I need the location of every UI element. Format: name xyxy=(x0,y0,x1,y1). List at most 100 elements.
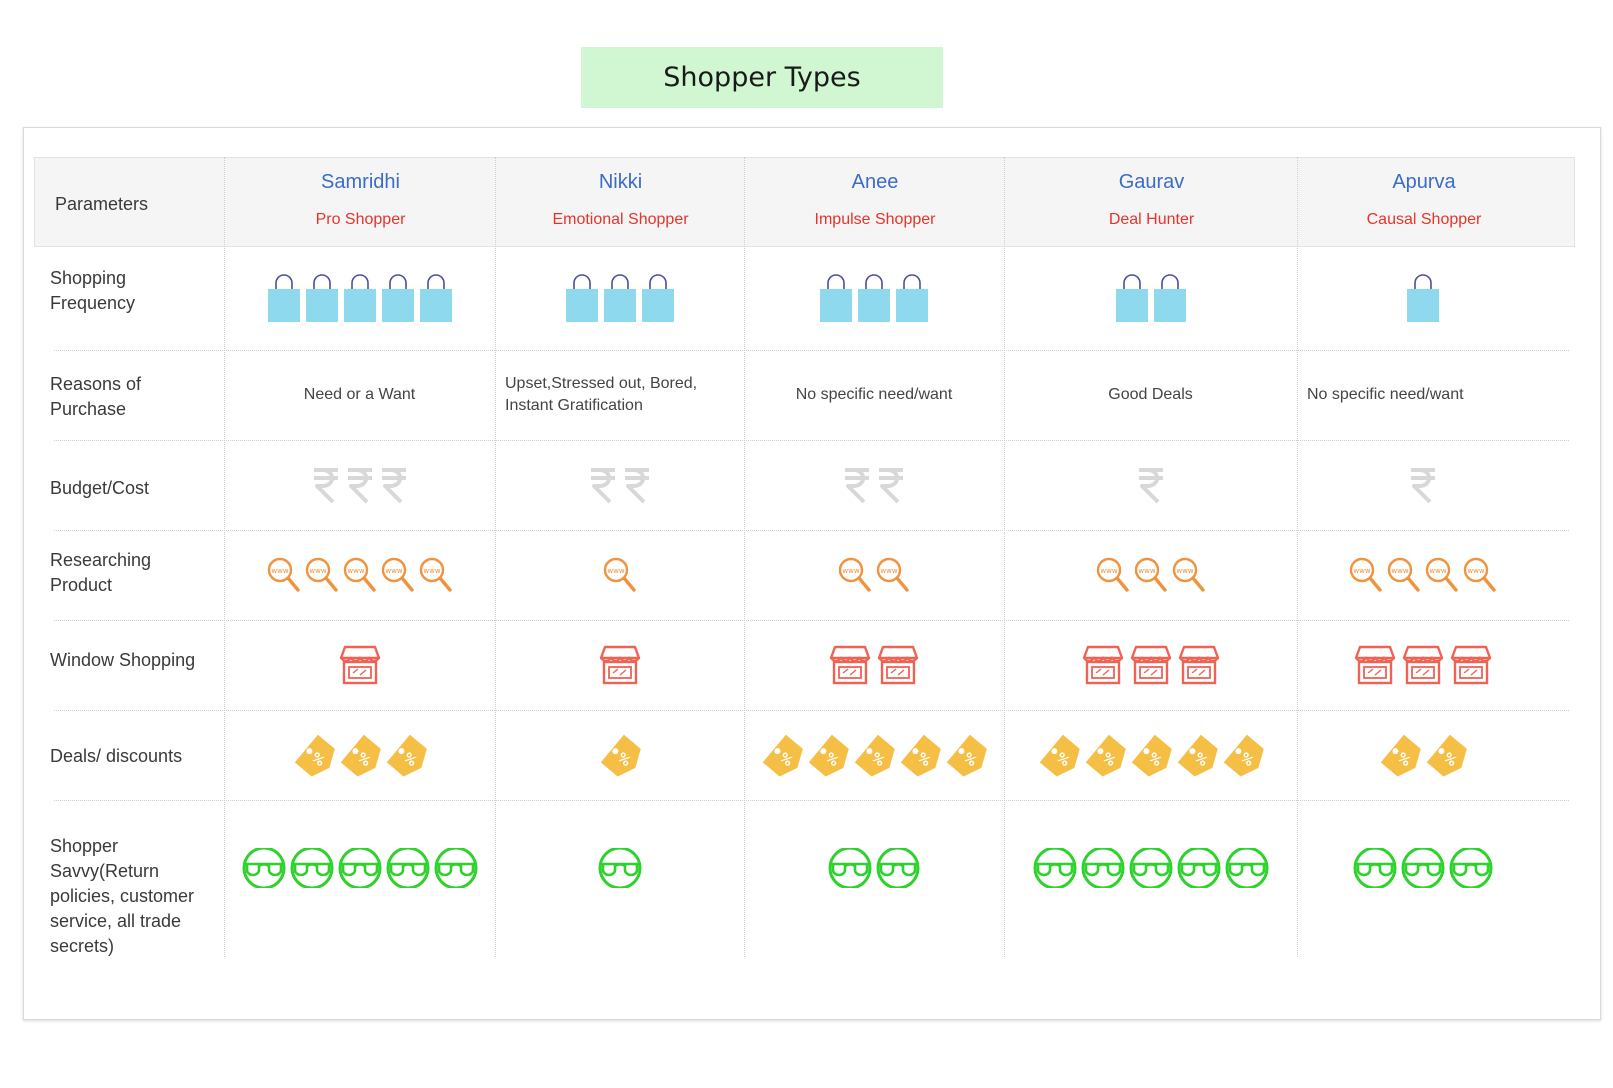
shopping-bag-icon xyxy=(267,273,301,323)
shopping-bag-icon xyxy=(565,273,599,323)
cell-text: Upset,Stressed out, Bored, Instant Grati… xyxy=(505,375,698,414)
column-divider xyxy=(744,157,745,957)
glasses-icon xyxy=(827,848,873,888)
svg-text:www: www xyxy=(607,567,624,575)
magnifier-www-icon: www xyxy=(1096,557,1130,593)
shopper-name: Nikki xyxy=(598,171,643,193)
storefront-icon xyxy=(598,644,642,686)
table-cell: www www www xyxy=(1004,530,1297,620)
row-divider xyxy=(54,440,1569,441)
shopping-bag-icon xyxy=(819,273,853,323)
table-cell xyxy=(495,800,744,936)
discount-tag-icon: % xyxy=(292,733,336,777)
rupee-icon xyxy=(311,466,341,504)
discount-tag-icon: % xyxy=(384,733,428,777)
glasses-icon xyxy=(1176,848,1222,888)
icon-group xyxy=(565,273,675,323)
table-cell xyxy=(1297,246,1549,350)
row-divider xyxy=(54,800,1569,801)
row-label-5: Deals/ discounts xyxy=(50,746,183,766)
icon-group: % % % xyxy=(292,733,428,777)
table-cell xyxy=(1004,620,1297,710)
table-cell: % % % % xyxy=(1004,710,1297,800)
column-divider xyxy=(1004,157,1005,957)
row-divider xyxy=(54,620,1569,621)
icon-group xyxy=(1352,848,1494,888)
table-cell: % % % % xyxy=(744,710,1004,800)
glasses-icon xyxy=(1032,848,1078,888)
table-cell: Need or a Want xyxy=(224,350,495,440)
table-cell: www xyxy=(495,530,744,620)
shopping-bag-icon xyxy=(857,273,891,323)
column-divider xyxy=(224,157,225,957)
shopper-name: Anee xyxy=(851,171,899,193)
icon-group: % % % % xyxy=(760,733,988,777)
icon-group xyxy=(1115,273,1187,323)
table-cell: No specific need/want xyxy=(1297,350,1549,440)
shopping-bag-icon xyxy=(305,273,339,323)
storefront-icon xyxy=(1449,644,1493,686)
discount-tag-icon: % xyxy=(1037,733,1081,777)
magnifier-www-icon: www xyxy=(1463,557,1497,593)
glasses-icon xyxy=(1080,848,1126,888)
rupee-icon xyxy=(379,466,409,504)
icon-group xyxy=(1353,644,1493,686)
table-cell xyxy=(224,620,495,710)
svg-text:www: www xyxy=(423,567,440,575)
rupee-icon xyxy=(588,466,618,504)
icon-group: www www www www www xyxy=(267,557,453,593)
glasses-icon xyxy=(1224,848,1270,888)
magnifier-www-icon: www xyxy=(838,557,872,593)
table-cell xyxy=(1297,620,1549,710)
icon-group: % xyxy=(598,733,642,777)
table-cell: % xyxy=(495,710,744,800)
magnifier-www-icon: www xyxy=(876,557,910,593)
magnifier-www-icon: www xyxy=(1387,557,1421,593)
discount-tag-icon: % xyxy=(1378,733,1422,777)
magnifier-www-icon: www xyxy=(419,557,453,593)
shopping-bag-icon xyxy=(381,273,415,323)
storefront-icon xyxy=(876,644,920,686)
cell-text: Good Deals xyxy=(1108,386,1193,403)
svg-text:www: www xyxy=(1429,567,1446,575)
shopper-type: Pro Shopper xyxy=(315,211,406,228)
icon-group xyxy=(828,644,920,686)
table-cell: www www www www xyxy=(1297,530,1549,620)
magnifier-www-icon: www xyxy=(1349,557,1383,593)
table-cell xyxy=(744,800,1004,936)
svg-text:www: www xyxy=(1100,567,1117,575)
table-cell xyxy=(1297,800,1549,936)
shopping-bag-icon xyxy=(1115,273,1149,323)
glasses-icon xyxy=(1352,848,1398,888)
storefront-icon xyxy=(338,644,382,686)
discount-tag-icon: % xyxy=(1424,733,1468,777)
storefront-icon xyxy=(1177,644,1221,686)
table-cell xyxy=(495,620,744,710)
shopper-type: Deal Hunter xyxy=(1108,211,1195,228)
icon-group xyxy=(598,644,642,686)
shopper-type: Impulse Shopper xyxy=(814,211,936,228)
shopping-bag-icon xyxy=(895,273,929,323)
glasses-icon xyxy=(1128,848,1174,888)
cell-text: Need or a Want xyxy=(303,386,416,403)
shopper-type: Emotional Shopper xyxy=(552,211,689,228)
discount-tag-icon: % xyxy=(852,733,896,777)
svg-text:www: www xyxy=(1353,567,1370,575)
cell-text: No specific need/want xyxy=(795,386,953,403)
svg-text:www: www xyxy=(385,567,402,575)
shopper-name: Apurva xyxy=(1392,171,1456,193)
magnifier-www-icon: www xyxy=(1425,557,1459,593)
table-cell: www www www www www xyxy=(224,530,495,620)
shopper-type: Causal Shopper xyxy=(1366,211,1482,228)
shopping-bag-icon xyxy=(343,273,377,323)
icon-group: www www www xyxy=(1096,557,1206,593)
glasses-icon xyxy=(875,848,921,888)
icon-group: www xyxy=(603,557,637,593)
glasses-icon xyxy=(385,848,431,888)
icon-group xyxy=(267,273,453,323)
rupee-icon xyxy=(1408,466,1438,504)
glasses-icon xyxy=(597,848,643,888)
